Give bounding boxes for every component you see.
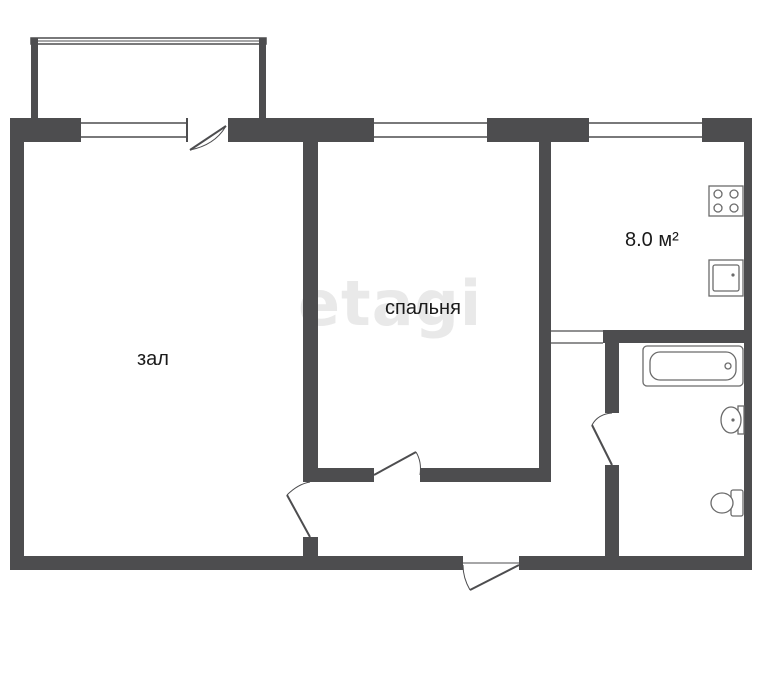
bathroom-sink-icon: [720, 405, 745, 435]
interior-walls: [303, 142, 744, 556]
stove-icon: [708, 185, 744, 217]
window-kitchen: [589, 119, 702, 141]
entrance-door: [462, 562, 520, 591]
living-door: [286, 481, 311, 538]
watermark: etagi: [298, 267, 482, 340]
window-living: [81, 119, 228, 141]
balcony: [30, 37, 267, 118]
kitchen-opening: [551, 330, 603, 344]
balcony-door: [186, 118, 227, 151]
outer-walls: [10, 118, 752, 570]
bathroom-door: [591, 412, 613, 466]
window-bedroom: [374, 119, 487, 141]
room-label-living: зал: [137, 348, 169, 370]
bedroom-door: [373, 451, 421, 476]
room-label-bedroom: спальня: [385, 297, 461, 319]
toilet-icon: [710, 489, 744, 517]
bathtub-icon: [642, 345, 744, 387]
room-label-kitchen-area: 8.0 м²: [625, 229, 679, 251]
kitchen-sink-icon: [708, 259, 744, 297]
